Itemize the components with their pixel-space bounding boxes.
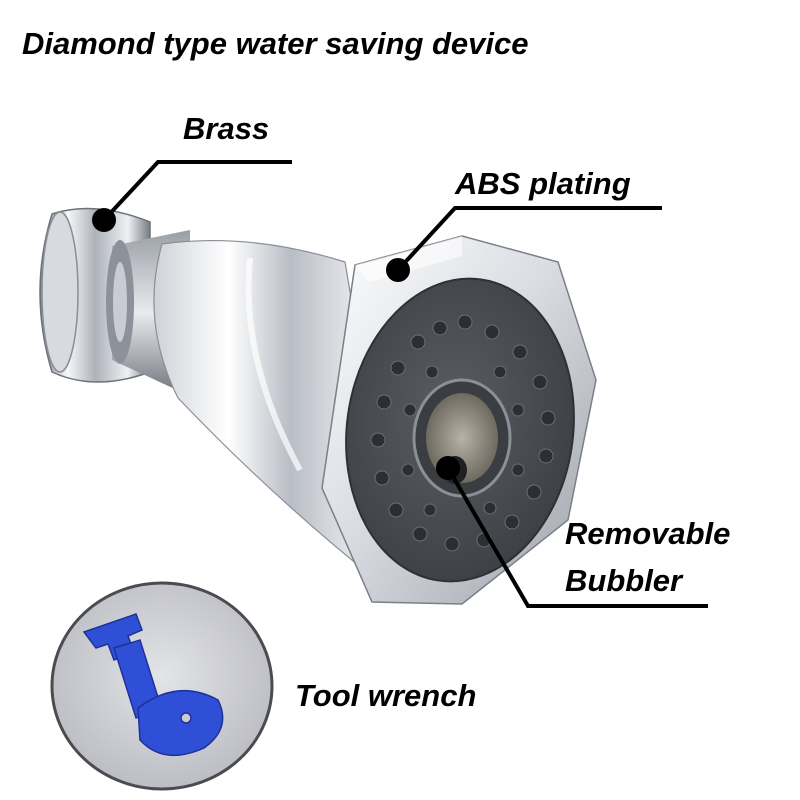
callout-leaders [102, 160, 708, 608]
key-wrench-icon [82, 613, 224, 757]
wrench-inset [50, 581, 274, 791]
nozzle-pattern [370, 314, 556, 552]
brass-pointer-dot [92, 208, 116, 232]
abs-pointer-dot [386, 258, 410, 282]
page-title: Diamond type water saving device [22, 26, 529, 61]
abs-plating-label: ABS plating [455, 166, 631, 201]
removable-bubbler [412, 378, 512, 498]
removable-bubbler-label-line1: Removable [565, 516, 731, 551]
removable-bubbler-label-line2: Bubbler [565, 563, 683, 598]
brass-label: Brass [183, 111, 270, 146]
tool-wrench-label: Tool wrench [295, 678, 477, 713]
bubbler-pointer-dot [436, 456, 460, 480]
